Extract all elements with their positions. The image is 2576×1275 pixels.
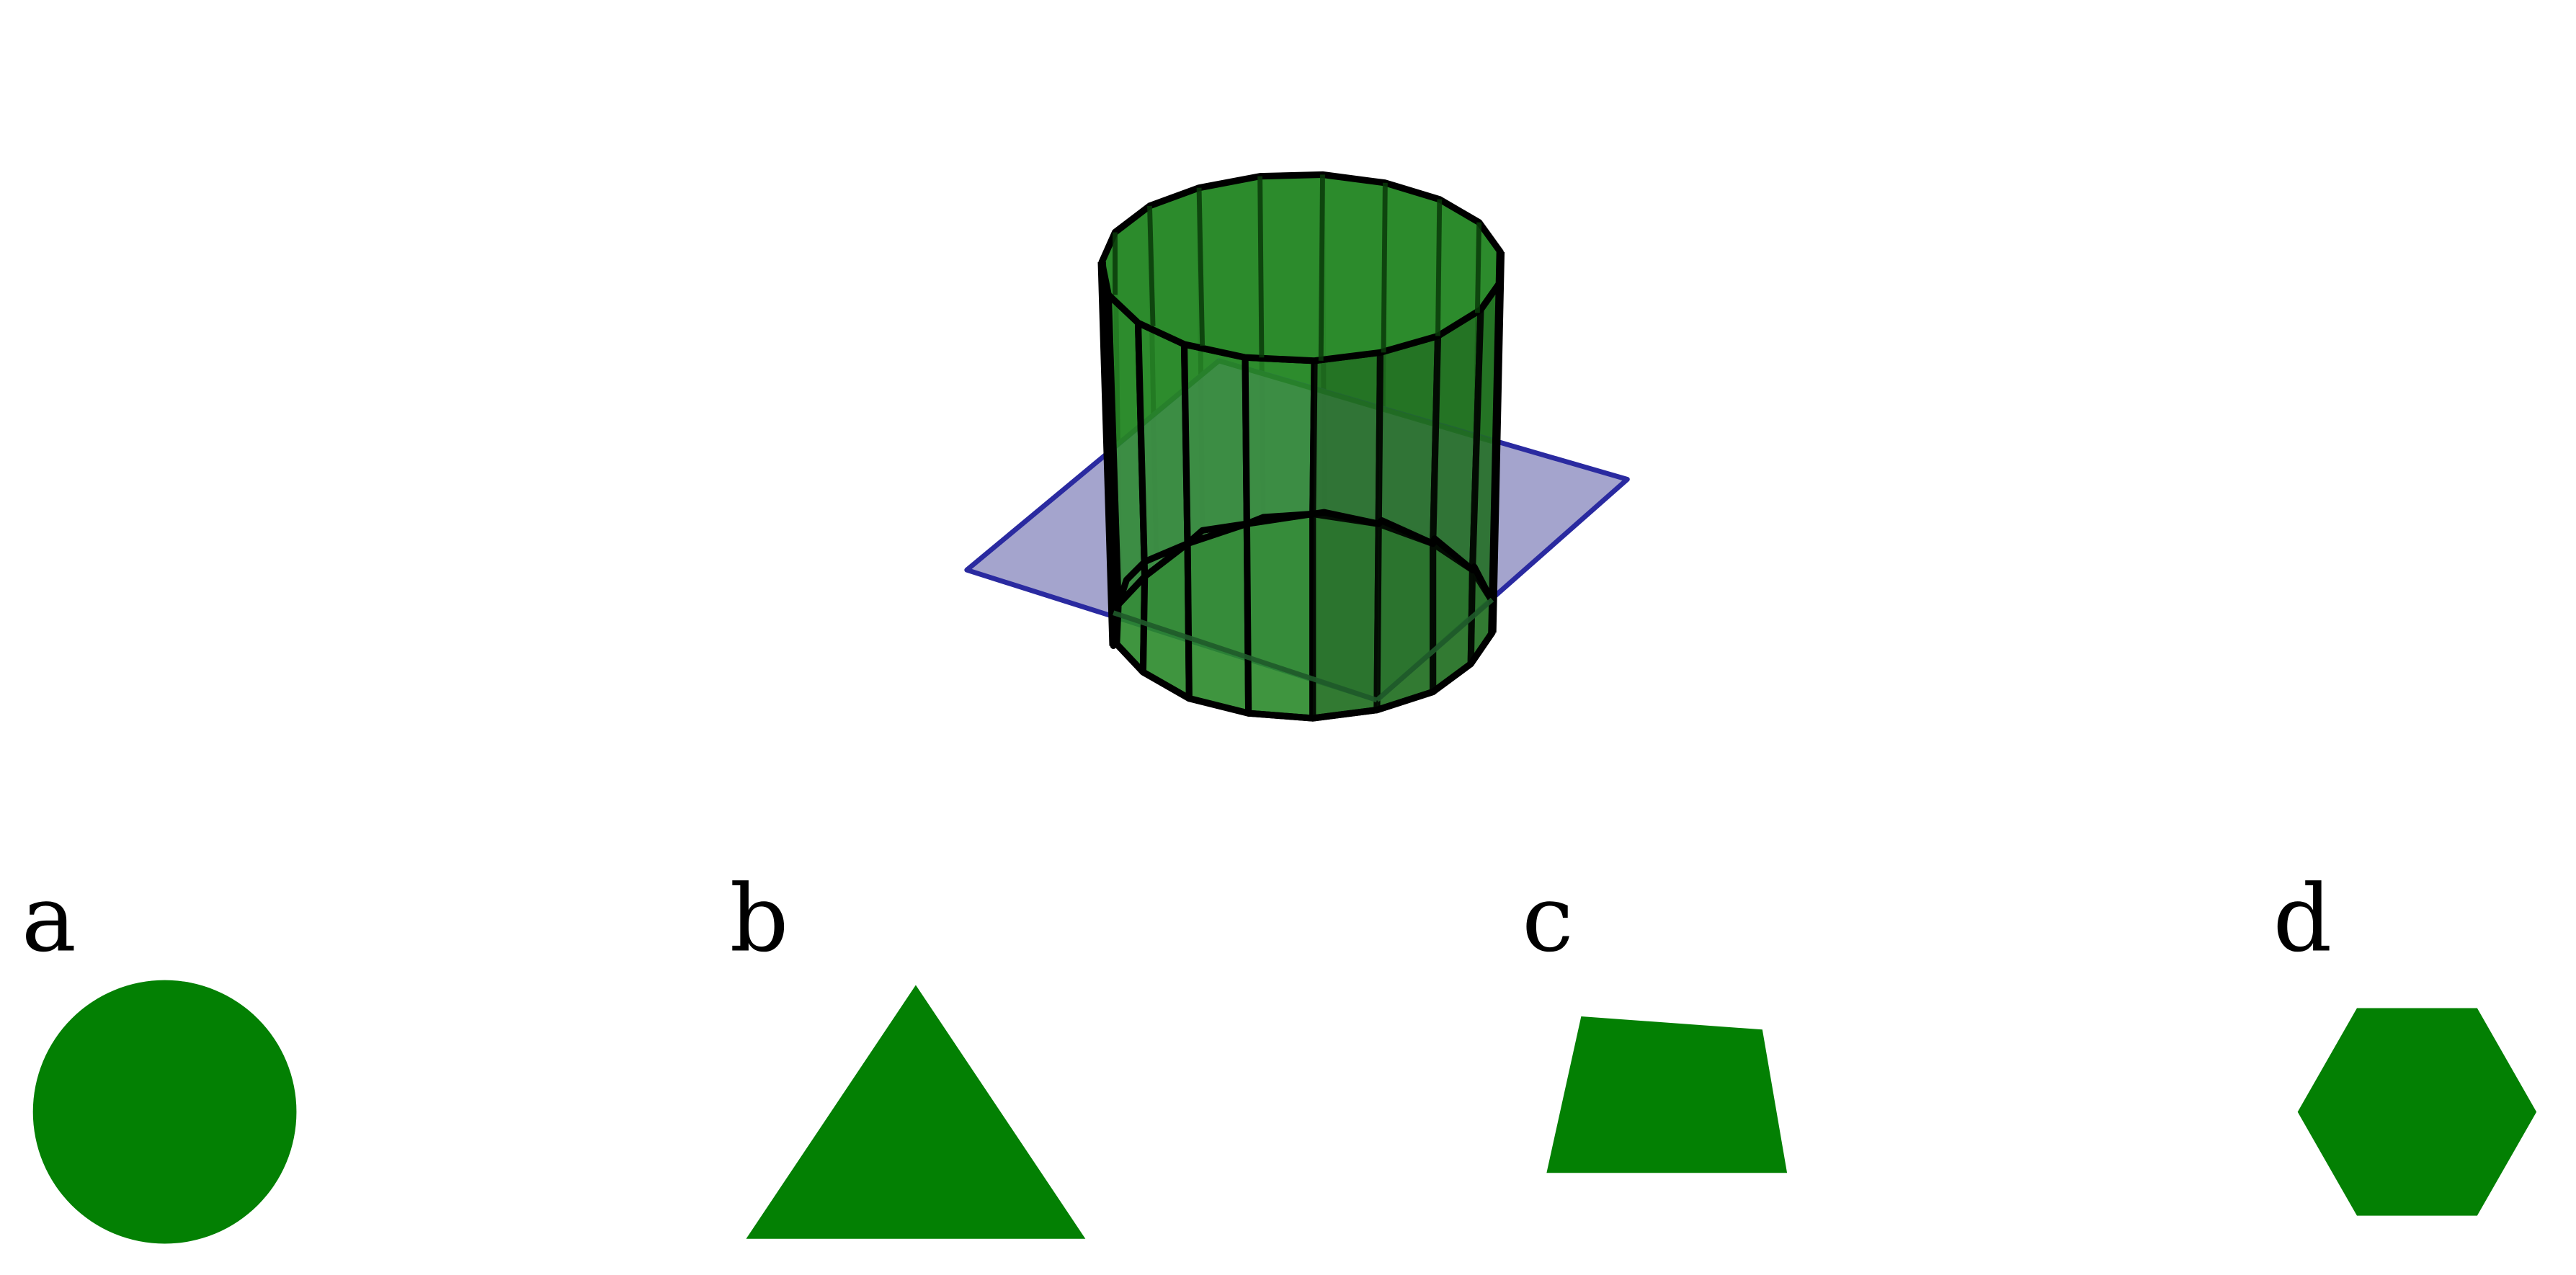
option-b-label: b <box>730 865 789 972</box>
option-c-label: c <box>1522 865 1574 972</box>
cylinder-silhouette <box>1097 251 1505 646</box>
option-d-label: d <box>2273 865 2332 972</box>
top-cap-seams <box>1113 174 1482 361</box>
option-c[interactable]: c <box>1522 865 1788 1173</box>
answer-options: a b c d <box>22 865 2537 1244</box>
option-d-hexagon <box>2297 1008 2537 1216</box>
option-d[interactable]: d <box>2273 865 2537 1216</box>
cut-section-ring <box>1115 509 1495 606</box>
front-plane-edges <box>1113 597 1494 703</box>
option-b[interactable]: b <box>730 865 1086 1239</box>
option-c-quadrilateral <box>1546 1016 1788 1173</box>
cylinder-lower-faces <box>1113 510 1496 722</box>
option-a-label: a <box>22 865 76 972</box>
option-a-circle <box>32 980 297 1244</box>
option-b-triangle <box>746 985 1086 1239</box>
solid-figure <box>964 171 1630 722</box>
option-a[interactable]: a <box>22 865 297 1244</box>
cylinder-bottom-edge <box>1110 601 1496 722</box>
